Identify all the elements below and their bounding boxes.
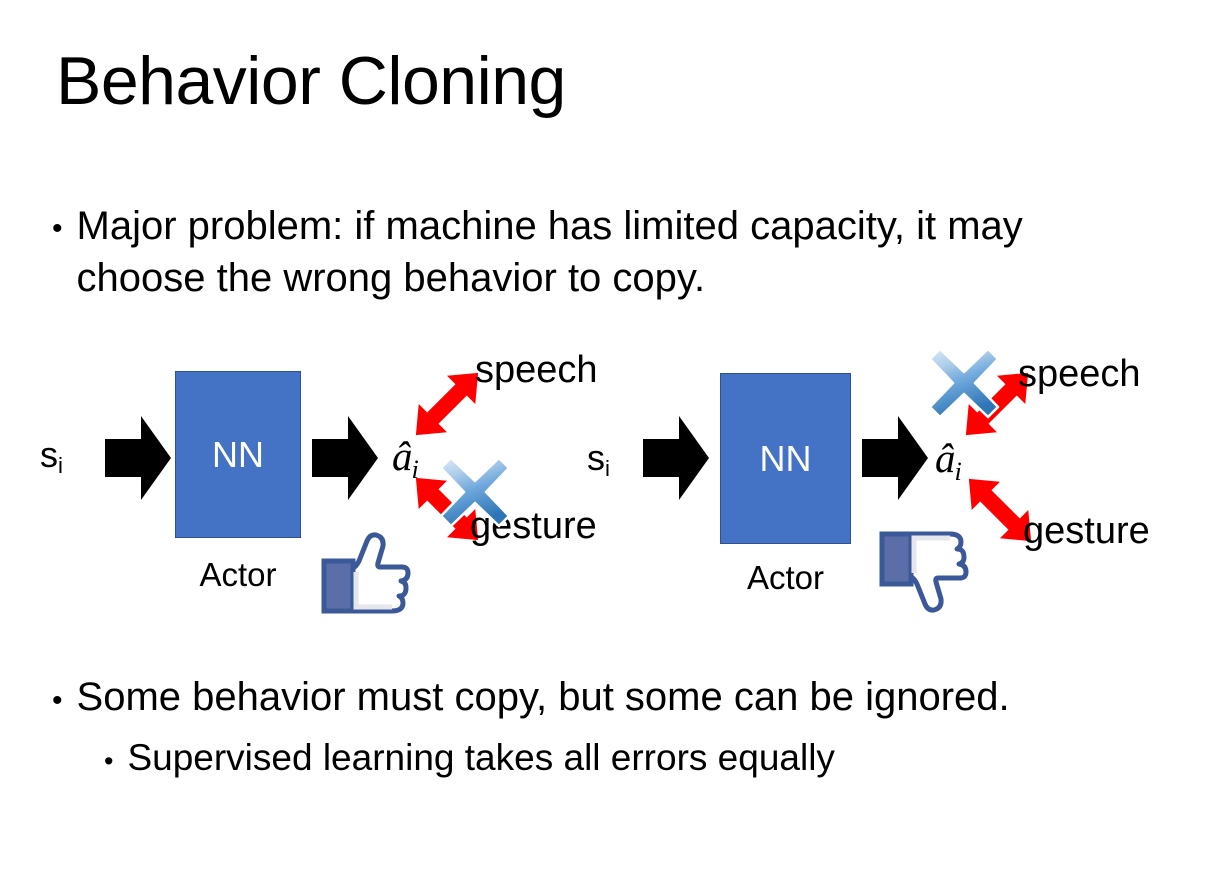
output-label-gesture-right: gesture [1023, 510, 1150, 552]
action-label-right: âi [935, 435, 963, 485]
bullet-major-problem: • Major problem: if machine has limited … [52, 200, 1132, 304]
output-label-speech-right: speech [1018, 353, 1141, 395]
thumbs-down-icon-right [878, 523, 974, 617]
state-subscript: i [605, 455, 610, 481]
state-label-right: si [587, 437, 610, 480]
bullet-some-behavior: • Some behavior must copy, but some can … [52, 672, 1172, 722]
x-cross-icon-speech-right [926, 345, 1002, 421]
output-block-arrow-left [312, 412, 378, 504]
input-block-arrow-right [643, 412, 709, 504]
state-symbol: s [40, 434, 58, 475]
gesture-double-arrow-right [948, 458, 1052, 562]
bullet-marker-icon: • [104, 746, 114, 776]
bullet-marker-icon: • [52, 212, 63, 245]
bullet-supervised-learning-text: Supervised learning takes all errors equ… [127, 737, 835, 778]
state-subscript: i [58, 452, 63, 478]
x-cross-icon-gesture-left [437, 454, 513, 530]
diagram-left-good-case: si NN Actor âi [10, 340, 610, 640]
bullet-supervised-learning: • Supervised learning takes all errors e… [104, 735, 1164, 781]
action-symbol: â [392, 433, 413, 479]
state-label-left: si [40, 434, 63, 477]
nn-box-label-right: NN [759, 437, 812, 479]
speech-double-arrow-left [395, 352, 499, 456]
speech-double-arrow-right [945, 352, 1049, 456]
nn-box-right: NN [720, 373, 851, 544]
nn-box-label-left: NN [212, 433, 264, 475]
diagram-right-bad-case: si NN Actor âi [575, 340, 1175, 640]
bullet-marker-icon: • [52, 684, 63, 717]
action-subscript: i [954, 456, 962, 486]
nn-box-left: NN [175, 371, 301, 538]
state-symbol: s [587, 437, 605, 478]
action-subscript: i [411, 454, 419, 484]
bullet-some-behavior-text: Some behavior must copy, but some can be… [76, 675, 1010, 719]
output-block-arrow-right [862, 412, 928, 504]
actor-label-left: Actor [199, 556, 277, 593]
page-title: Behavior Cloning [56, 43, 566, 119]
actor-label-right: Actor [746, 559, 825, 596]
bullet-major-problem-text: Major problem: if machine has limited ca… [76, 204, 1023, 300]
action-label-left: âi [392, 433, 420, 483]
action-symbol: â [935, 435, 956, 481]
thumbs-up-icon-left [320, 528, 416, 622]
output-label-speech-left: speech [475, 349, 598, 391]
input-block-arrow-left [105, 412, 171, 504]
